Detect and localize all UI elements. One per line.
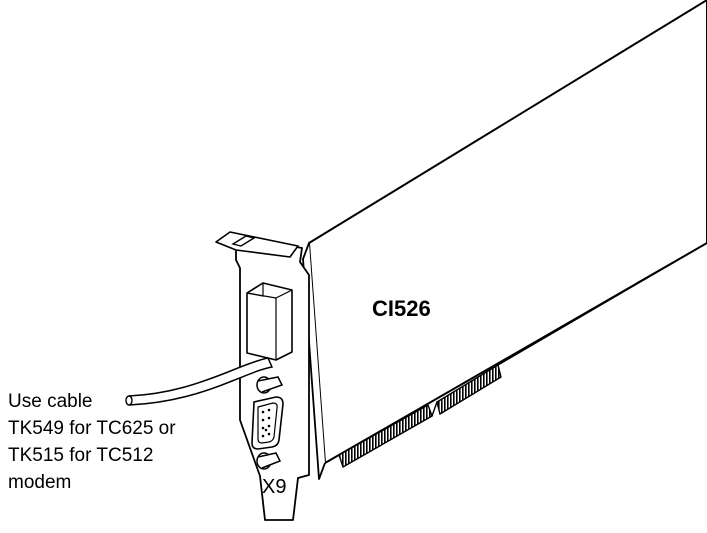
screw-post-bottom-body <box>257 452 282 469</box>
bracket-top-tab <box>215 231 299 258</box>
cable-note: Use cable TK549 for TC625 or TK515 for T… <box>8 391 176 493</box>
cable-note-line-1: Use cable <box>8 391 93 412</box>
card-label: CI526 <box>372 296 431 321</box>
bracket-slot <box>231 235 256 247</box>
edge-connector-right <box>436 363 502 416</box>
circuit-board <box>308 0 707 464</box>
cable-end <box>125 395 133 406</box>
modem-jack-top <box>246 292 277 299</box>
cable-note-line-3: TK515 for TC512 <box>8 445 153 466</box>
db9-connector-inner <box>257 402 278 444</box>
board-bottom-line <box>324 454 340 464</box>
db9-pins <box>261 408 271 438</box>
modem-jack-topright <box>275 289 293 299</box>
screw-post-top-body <box>257 376 284 393</box>
cable-note-line-4: modem <box>8 472 71 493</box>
modem-cable <box>128 357 274 406</box>
connector-gap-line <box>431 401 438 417</box>
cable-note-line-2: TK549 for TC625 or <box>8 418 176 439</box>
connector-label-x9: X9 <box>262 476 286 498</box>
board-bottom-line-right <box>497 242 707 366</box>
